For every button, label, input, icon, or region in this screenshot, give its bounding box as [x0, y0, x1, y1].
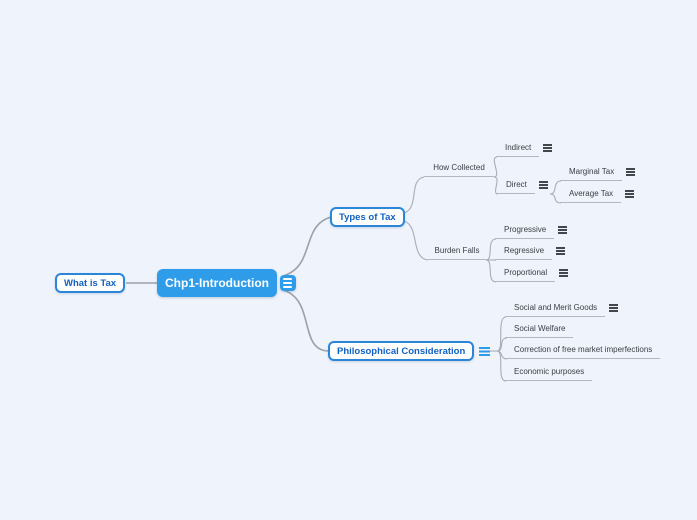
node-indirect-label: Indirect — [496, 141, 540, 157]
node-proportional[interactable]: Proportional — [495, 266, 569, 282]
node-social-welfare[interactable]: Social Welfare — [505, 322, 574, 338]
node-marginal-tax[interactable]: Marginal Tax — [560, 165, 636, 181]
notes-icon[interactable] — [609, 304, 619, 312]
node-burden-falls[interactable]: Burden Falls — [428, 244, 486, 260]
node-direct-label: Direct — [497, 178, 535, 194]
node-types-of-tax-label: Types of Tax — [339, 211, 396, 223]
notes-icon[interactable] — [626, 168, 636, 176]
node-indirect[interactable]: Indirect — [496, 141, 553, 157]
node-average-tax-label: Average Tax — [560, 187, 622, 203]
node-economic-purposes-label: Economic purposes — [505, 365, 593, 381]
node-proportional-label: Proportional — [495, 266, 556, 282]
node-progressive-label: Progressive — [495, 223, 555, 239]
node-how-collected[interactable]: How Collected — [424, 161, 494, 177]
notes-icon[interactable] — [559, 269, 569, 277]
node-root-label: Chp1-Introduction — [165, 276, 269, 290]
node-correction-free-market-label: Correction of free market imperfections — [505, 343, 661, 359]
notes-icon[interactable] — [625, 190, 635, 198]
node-average-tax[interactable]: Average Tax — [560, 187, 635, 203]
node-progressive[interactable]: Progressive — [495, 223, 568, 239]
node-regressive-label: Regressive — [495, 244, 553, 260]
node-social-and-merit-goods[interactable]: Social and Merit Goods — [505, 301, 619, 317]
notes-icon[interactable] — [538, 181, 548, 189]
node-philosophical-consideration[interactable]: Philosophical Consideration — [328, 341, 475, 361]
notes-icon[interactable] — [279, 275, 296, 291]
notes-icon[interactable] — [479, 346, 491, 356]
notes-icon[interactable] — [556, 247, 566, 255]
node-social-and-merit-goods-label: Social and Merit Goods — [505, 301, 606, 317]
node-root[interactable]: Chp1-Introduction — [157, 269, 277, 297]
node-correction-free-market[interactable]: Correction of free market imperfections — [505, 343, 661, 359]
root-topic-row: Chp1-Introduction — [157, 269, 296, 297]
node-economic-purposes[interactable]: Economic purposes — [505, 365, 593, 381]
node-what-is-tax-label: What is Tax — [64, 277, 117, 289]
node-regressive[interactable]: Regressive — [495, 244, 566, 260]
node-direct[interactable]: Direct — [497, 178, 548, 194]
node-marginal-tax-label: Marginal Tax — [560, 165, 623, 181]
philosophical-topic-row: Philosophical Consideration — [328, 341, 491, 361]
node-how-collected-label: How Collected — [424, 161, 494, 177]
notes-icon[interactable] — [543, 144, 553, 152]
node-social-welfare-label: Social Welfare — [505, 322, 574, 338]
node-burden-falls-label: Burden Falls — [428, 244, 486, 260]
node-types-of-tax[interactable]: Types of Tax — [330, 207, 405, 227]
node-what-is-tax[interactable]: What is Tax — [55, 273, 126, 293]
notes-icon[interactable] — [558, 226, 568, 234]
node-philosophical-consideration-label: Philosophical Consideration — [337, 345, 466, 357]
